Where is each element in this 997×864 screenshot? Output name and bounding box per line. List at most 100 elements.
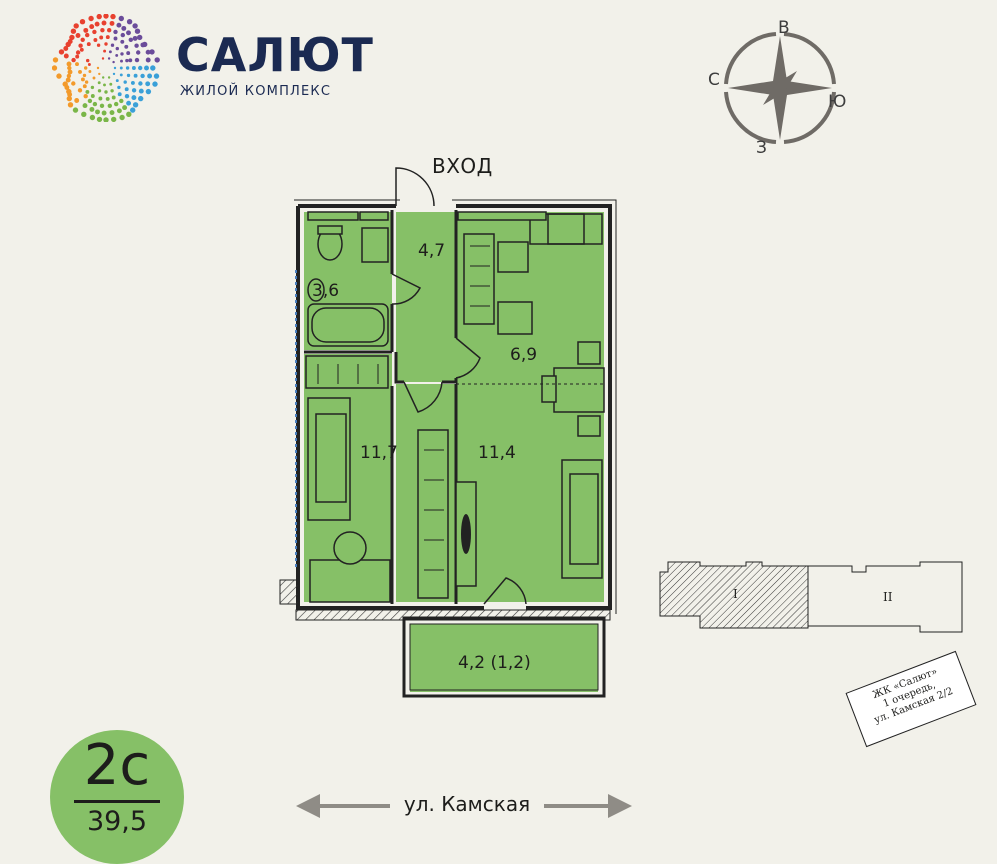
hallway-floor <box>396 212 456 382</box>
room-area-kitchen: 6,9 <box>510 345 537 365</box>
logo-dot <box>83 27 89 33</box>
logo-dot <box>80 37 85 42</box>
logo-dot <box>70 28 77 34</box>
logo-dot <box>95 109 100 115</box>
logo-dot <box>132 23 138 29</box>
logo-dot <box>81 111 87 118</box>
brand-subtitle: ЖИЛОЙ КОМПЛЕКС <box>180 84 332 99</box>
logo-dot <box>120 52 124 56</box>
brand-name: САЛЮТ <box>176 28 374 82</box>
logo-dot <box>116 22 122 28</box>
logo-dot <box>89 114 96 121</box>
logo-dot <box>79 47 84 52</box>
fridge-icon <box>497 301 533 335</box>
logo-dot <box>65 41 71 48</box>
logo-dot <box>98 72 101 76</box>
water-heater-icon <box>361 227 389 263</box>
compass-rose-icon <box>724 32 836 144</box>
logo-dot <box>133 73 138 78</box>
logo-dot <box>79 19 86 25</box>
logo-dot <box>63 53 69 59</box>
logo-dot <box>111 95 116 100</box>
logo-dot <box>92 76 96 80</box>
logo-dot <box>145 81 151 87</box>
compass-south-label: З <box>756 138 767 158</box>
logo-dot <box>115 53 119 57</box>
sink-icon <box>497 241 529 273</box>
logo-dot <box>66 61 72 67</box>
logo-dot <box>130 107 136 113</box>
logo-dot <box>134 57 140 63</box>
logo-dot <box>119 98 124 104</box>
logo-dot <box>103 49 107 53</box>
logo-dot <box>126 30 131 36</box>
logo-dot <box>78 69 82 74</box>
logo-dot <box>147 73 153 79</box>
logo-dot <box>125 66 130 70</box>
logo-dot <box>77 88 83 93</box>
logo-dot <box>108 50 112 54</box>
apartment-type-badge <box>50 730 184 864</box>
section-ii-outline <box>807 561 963 633</box>
logo-dot <box>100 28 105 33</box>
logo-dot <box>134 43 139 48</box>
room-area-bedroom: 11,7 <box>360 443 398 463</box>
logo-dot <box>138 81 143 86</box>
logo-dot <box>97 89 102 93</box>
logo-dot <box>115 79 119 83</box>
logo-dot <box>101 57 105 60</box>
logo-dot <box>101 110 107 116</box>
logo-dot <box>88 70 92 73</box>
logo-dot <box>109 82 113 86</box>
logo-dot <box>58 49 65 55</box>
logo-dot <box>84 66 88 70</box>
logo-dot <box>96 14 102 20</box>
washbasin-icon <box>307 278 325 302</box>
logo-dot <box>71 57 76 63</box>
logo-dot <box>92 101 98 107</box>
logo-dot <box>99 35 104 40</box>
balcony-floor <box>410 624 598 692</box>
logo-dot <box>82 103 88 109</box>
apartment-total-area: 39,5 <box>86 806 148 837</box>
logo-dot <box>124 94 130 99</box>
logo-dot <box>136 50 141 55</box>
room-area-hallway: 4,7 <box>418 241 445 261</box>
section-i-outline <box>659 561 809 629</box>
logo-dot <box>52 57 59 63</box>
logo-dot <box>52 65 58 71</box>
logo-dot <box>132 35 138 41</box>
logo-dot <box>138 95 144 102</box>
logo-dot <box>117 85 121 90</box>
logo-dot <box>119 114 125 121</box>
logo-dot <box>109 20 115 26</box>
logo-dot <box>90 85 95 90</box>
logo-dot <box>96 66 100 70</box>
logo-dot <box>145 88 152 95</box>
logo-dot <box>145 57 151 63</box>
logo-dot <box>120 59 123 63</box>
logo-dot <box>113 29 118 35</box>
logo-dot <box>112 72 116 76</box>
logo-dot <box>123 80 127 84</box>
logo-dot <box>101 20 107 26</box>
logo-dot <box>121 25 127 31</box>
logo-dot <box>102 76 105 79</box>
logo-dot <box>72 107 79 113</box>
stove-icon <box>547 213 585 245</box>
logo-dot <box>80 77 85 82</box>
logo-dot <box>96 43 101 47</box>
logo-dot <box>94 21 100 27</box>
chair-icon <box>577 341 601 365</box>
logo-dot <box>119 73 123 77</box>
logo-dot <box>93 38 98 42</box>
badge-divider <box>74 800 160 803</box>
logo-dot <box>142 41 148 48</box>
logo-dot <box>86 58 90 63</box>
dining-table-icon <box>553 367 605 413</box>
logo-dot <box>124 44 129 49</box>
logo-dot <box>99 103 105 109</box>
logo-dot <box>149 49 155 55</box>
section-ii-label: II <box>883 590 893 604</box>
logo-dot <box>63 46 69 51</box>
